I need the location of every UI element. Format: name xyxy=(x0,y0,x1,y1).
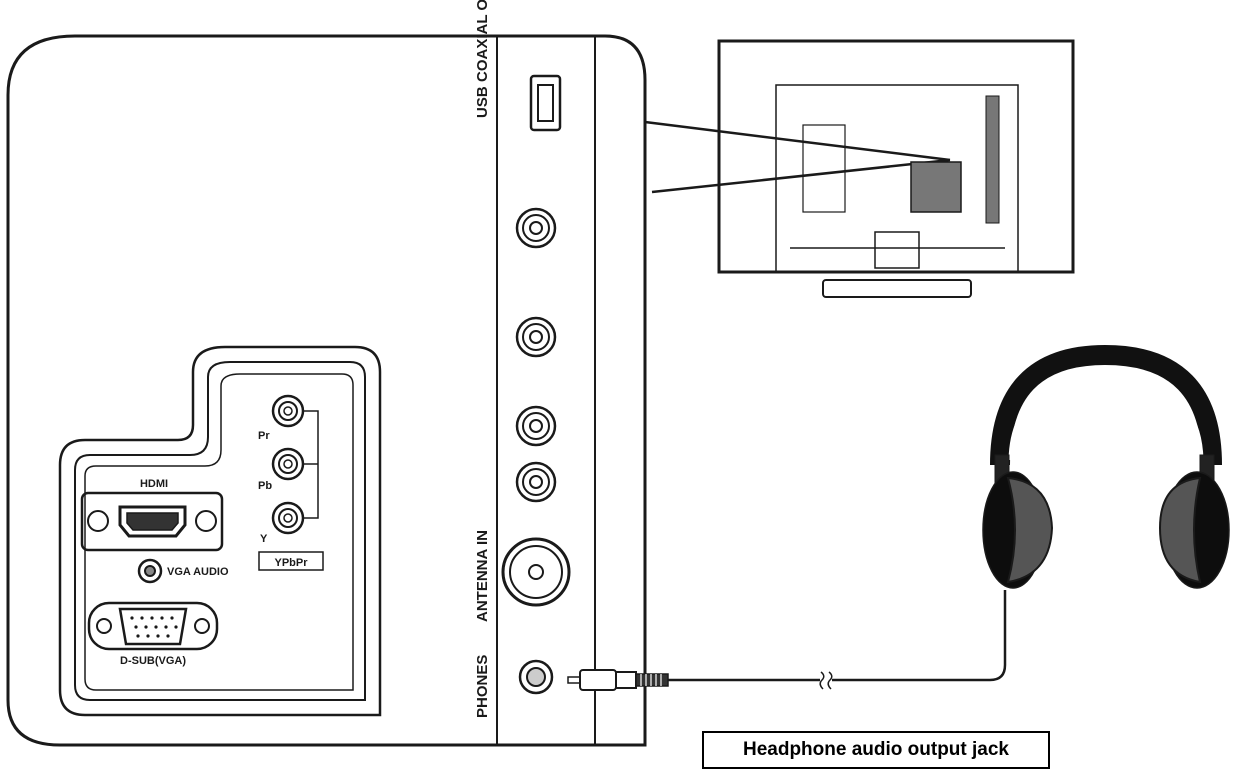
hdmi-label: HDMI xyxy=(140,478,168,490)
phones-jack-icon xyxy=(518,659,554,695)
hdmi-port-icon xyxy=(80,491,224,552)
rca-jack-icon xyxy=(515,316,557,358)
usb-port-icon xyxy=(529,74,562,132)
headphones-icon xyxy=(982,344,1230,589)
coaxial-label: COAXIAL O xyxy=(474,0,491,82)
rca-jack-icon xyxy=(515,461,557,503)
rca-jack-icon xyxy=(515,207,557,249)
vga-port-icon xyxy=(87,601,219,651)
rear-connector-panel xyxy=(58,345,382,717)
ypbpr-label: YPbPr xyxy=(274,557,308,569)
pointer-lines xyxy=(644,120,951,194)
component-jacks xyxy=(258,394,324,571)
tv-back-icon xyxy=(717,39,1075,298)
pb-label: Pb xyxy=(258,480,272,492)
vga-audio-label: VGA AUDIO xyxy=(167,566,229,578)
tv-rear-panel xyxy=(6,34,647,747)
dsub-label: D-SUB(VGA) xyxy=(120,655,186,667)
caption-text: Headphone audio output jack xyxy=(742,739,1009,760)
usb-label: USB xyxy=(474,86,491,118)
vga-audio-jack-icon xyxy=(137,558,163,584)
y-label: Y xyxy=(260,533,268,545)
headphone-cable xyxy=(668,590,1007,690)
phones-label: PHONES xyxy=(474,655,491,718)
audio-plug-icon xyxy=(567,669,669,691)
pr-label: Pr xyxy=(258,430,270,442)
antenna-in-label: ANTENNA IN xyxy=(474,530,491,622)
caption-box: Headphone audio output jack xyxy=(702,731,1050,769)
antenna-jack-icon xyxy=(501,537,571,607)
rca-jack-icon xyxy=(515,405,557,447)
